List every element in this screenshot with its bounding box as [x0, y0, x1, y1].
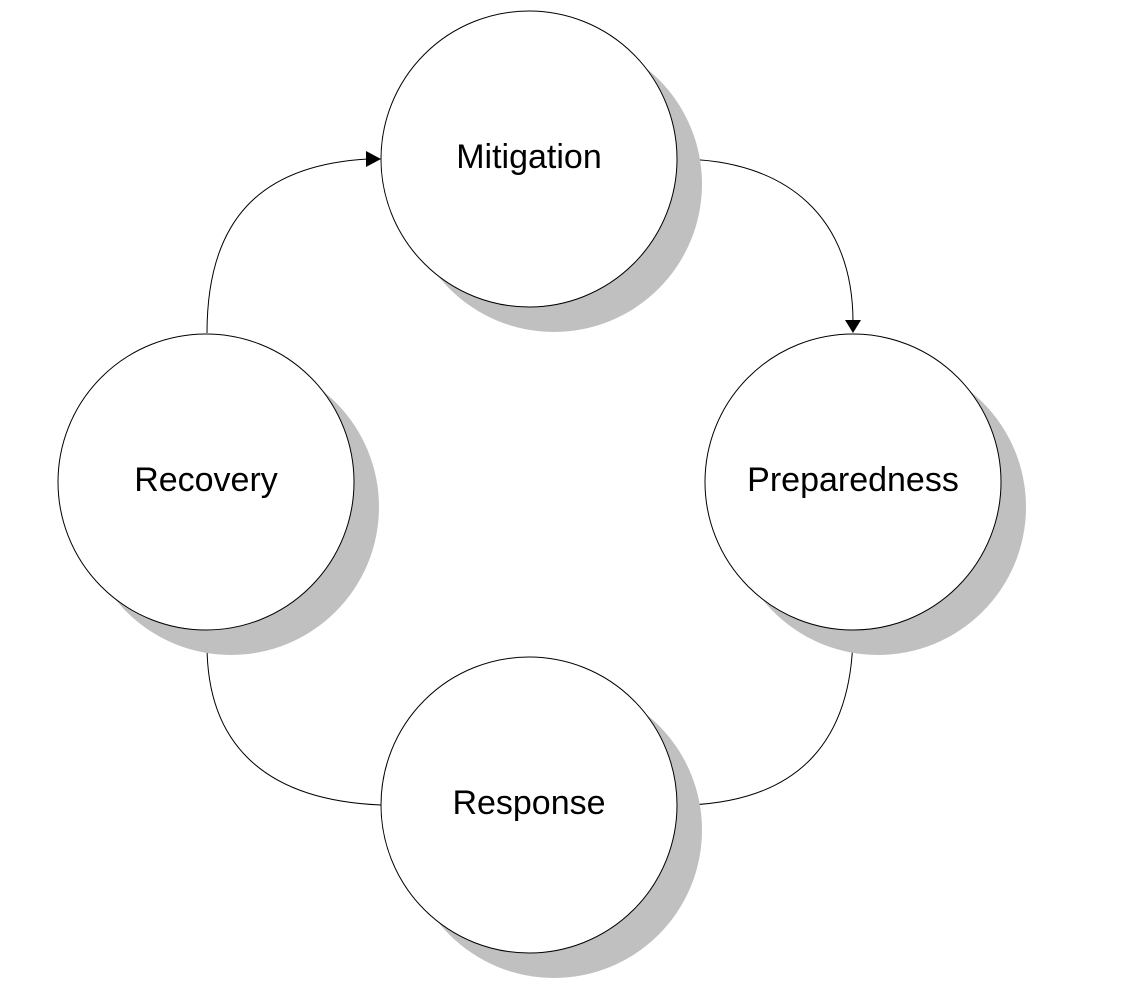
arrowhead-mitigation-icon [366, 151, 381, 167]
node-label-mitigation: Mitigation [456, 138, 602, 176]
node-label-recovery: Recovery [134, 461, 278, 499]
edge-recovery-to-mitigation [206, 158, 369, 334]
node-circle [704, 333, 1002, 631]
node-mitigation: Mitigation [380, 10, 702, 332]
node-circle [57, 333, 355, 631]
edge-mitigation-to-preparedness [676, 158, 854, 323]
edge-response-to-recovery [206, 644, 382, 806]
node-recovery: Recovery [57, 333, 379, 655]
edge-preparedness-to-response [689, 630, 854, 806]
node-label-response: Response [452, 784, 605, 822]
node-label-preparedness: Preparedness [747, 461, 959, 499]
node-circle [380, 10, 678, 308]
node-response: Response [380, 656, 702, 978]
node-circle [380, 656, 678, 954]
arrowhead-preparedness-icon [845, 320, 861, 333]
node-preparedness: Preparedness [704, 333, 1026, 655]
